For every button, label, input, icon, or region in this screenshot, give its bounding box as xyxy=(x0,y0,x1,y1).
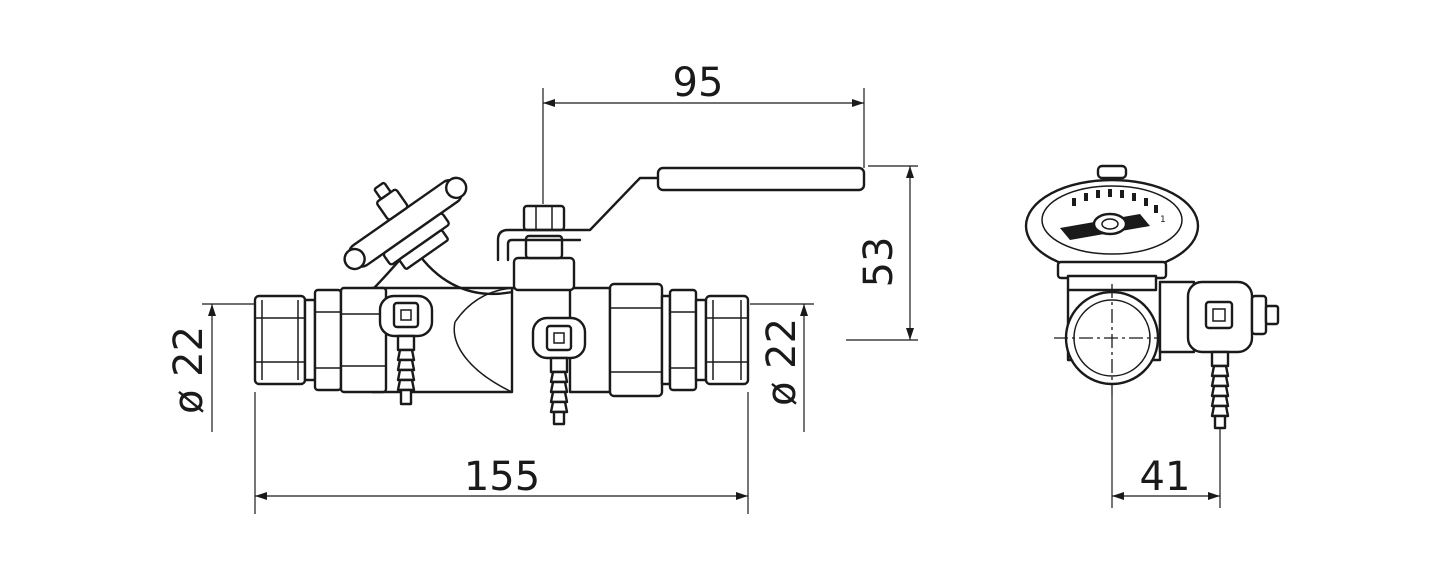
valve-front-view xyxy=(253,166,866,426)
valve-side-view: 1 xyxy=(1024,164,1280,430)
dim-outlet-diameter: ø 22 xyxy=(750,303,814,432)
dim-total-length-label: 155 xyxy=(464,454,540,500)
ball-valve-handle xyxy=(496,166,866,292)
right-hex-nut xyxy=(608,282,664,398)
dim-side-width: 41 xyxy=(1111,396,1221,508)
left-test-point xyxy=(378,294,434,406)
dim-handle-reach: 95 xyxy=(542,60,865,204)
dim-side-width-label: 41 xyxy=(1140,454,1191,500)
dim-handle-reach-label: 95 xyxy=(673,60,724,106)
dim-outlet-diameter-label: ø 22 xyxy=(759,318,805,406)
dim-handle-height-label: 53 xyxy=(856,237,902,288)
balancing-handwheel xyxy=(343,176,468,271)
centre-test-point xyxy=(531,316,587,426)
dim-inlet-diameter: ø 22 xyxy=(166,303,255,432)
side-test-point xyxy=(1158,280,1280,430)
dim-handle-height: 53 xyxy=(846,165,918,341)
left-hex-nut xyxy=(313,288,343,392)
dial-scale: 1 xyxy=(1072,189,1166,225)
dial-scale-mark: 1 xyxy=(1160,215,1166,225)
dim-inlet-diameter-label: ø 22 xyxy=(166,326,212,414)
dim-total-length: 155 xyxy=(254,392,749,514)
